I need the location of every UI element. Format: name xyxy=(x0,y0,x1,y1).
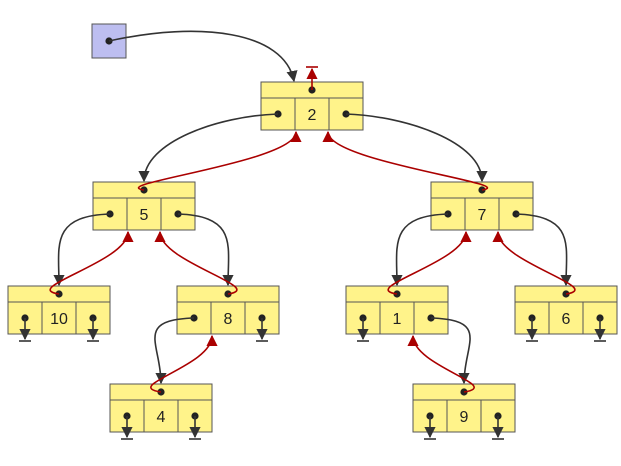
root-pointer-edge xyxy=(108,30,298,83)
parent-edge-n5-n2 xyxy=(138,130,302,191)
null-pointer-n4-right xyxy=(189,416,201,440)
node-value-label: 9 xyxy=(460,409,469,426)
child-edge-n5-n10 xyxy=(53,213,111,287)
parent-edge-n9-n1 xyxy=(407,334,475,393)
null-pointer-n9-right xyxy=(492,416,504,440)
child-edge-n7-n1 xyxy=(391,213,449,287)
node-value-label: 8 xyxy=(224,311,233,328)
parent-edge-n1-n7 xyxy=(387,230,472,295)
null-pointer-n6-right xyxy=(594,318,606,342)
parent-edge-n8-n5 xyxy=(154,230,238,295)
null-pointer-n2-parent xyxy=(306,66,318,90)
node-value-label: 6 xyxy=(562,311,571,328)
node-value-label: 5 xyxy=(140,207,149,224)
null-pointer-n9-left xyxy=(424,416,436,440)
child-edge-n2-n5 xyxy=(138,113,279,183)
null-pointer-n6-left xyxy=(526,318,538,342)
child-edge-n2-n7 xyxy=(345,113,488,183)
parent-edge-n7-n2 xyxy=(322,130,488,191)
edges-layer xyxy=(19,30,606,440)
node-value-label: 7 xyxy=(478,207,487,224)
child-edge-n1-n9 xyxy=(430,317,471,385)
null-pointer-n8-right xyxy=(256,318,268,342)
child-edge-n5-n8 xyxy=(177,213,234,287)
node-value-label: 1 xyxy=(393,311,402,328)
child-edge-n7-n6 xyxy=(515,213,572,287)
node-value-label: 4 xyxy=(157,409,166,426)
null-pointer-n10-right xyxy=(87,318,99,342)
parent-edge-n10-n5 xyxy=(49,230,134,295)
null-pointer-n1-left xyxy=(357,318,369,342)
child-edge-n8-n4 xyxy=(154,317,195,385)
node-value-label: 2 xyxy=(308,107,317,124)
null-pointer-n10-left xyxy=(19,318,31,342)
parent-edge-n4-n8 xyxy=(150,334,218,393)
parent-edge-n6-n7 xyxy=(492,230,576,295)
null-pointer-n4-left xyxy=(121,416,133,440)
node-value-label: 10 xyxy=(50,311,68,328)
